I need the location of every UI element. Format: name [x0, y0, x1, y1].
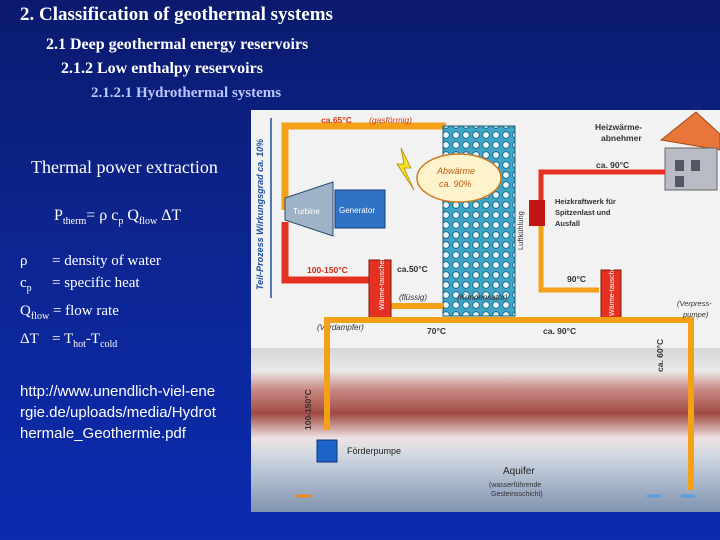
lightning-icon — [396, 147, 415, 191]
return-pipe — [538, 226, 599, 293]
main-title: 2. Classification of geothermal systems — [20, 4, 333, 25]
svg-text:Heizwärme-: Heizwärme- — [595, 122, 642, 132]
house-roof — [659, 111, 720, 151]
geothermal-plant-diagram: Teil-Prozess Wirkungsgrad ca. 10% ca.65°… — [251, 110, 720, 512]
svg-text:ca.50°C: ca.50°C — [397, 264, 428, 274]
svg-text:90°C: 90°C — [567, 274, 586, 284]
svg-text:pumpe): pumpe) — [682, 310, 709, 319]
svg-text:100-150°C: 100-150°C — [303, 389, 313, 430]
geothermal-brine-pipe — [324, 317, 694, 490]
peak-load-plant — [529, 200, 545, 226]
generator — [334, 189, 386, 229]
vapor-pipe — [281, 122, 446, 210]
production-pump — [316, 439, 338, 463]
subtitle-low-enthalpy: 2.1.2 Low enthalpy reservoirs — [61, 60, 263, 77]
svg-text:(Verpress-: (Verpress- — [677, 299, 712, 308]
svg-text:abnehmer: abnehmer — [601, 133, 642, 143]
svg-text:Förderpumpe: Förderpumpe — [347, 446, 401, 456]
waste-heat-cloud — [416, 153, 502, 203]
district-heat-pipe — [538, 169, 665, 200]
definition-rho: ρ= density of water — [20, 253, 161, 269]
ground-layers — [251, 348, 720, 512]
svg-text:Turbine: Turbine — [293, 207, 320, 216]
state-gas: (gasförmig) — [369, 115, 412, 125]
source-link[interactable]: http://www.unendlich-viel-energie.de/upl… — [20, 383, 216, 442]
svg-text:70°C: 70°C — [427, 326, 446, 336]
svg-text:ca. 60°C: ca. 60°C — [655, 339, 665, 372]
definition-cp: cp= specific heat — [20, 275, 140, 294]
definition-deltat: ΔT= Thot-Tcold — [20, 331, 118, 350]
svg-text:Gesteinsschicht): Gesteinsschicht) — [491, 491, 543, 498]
power-formula: Ptherm= ρ cp Qflow ΔT — [54, 207, 182, 228]
section-heading: Thermal power extraction — [31, 157, 218, 177]
svg-text:Abwärme: Abwärme — [436, 166, 475, 176]
svg-text:ca. 90°C: ca. 90°C — [543, 326, 576, 336]
svg-text:(Verdampfer): (Verdampfer) — [317, 323, 364, 332]
svg-text:Aquifer: Aquifer — [503, 466, 535, 477]
svg-text:100-150°C: 100-150°C — [307, 265, 348, 275]
svg-text:Generator: Generator — [339, 206, 375, 215]
svg-text:Heizkraftwerk für: Heizkraftwerk für — [555, 197, 616, 206]
svg-text:Wärme-tauscher: Wärme-tauscher — [609, 264, 616, 316]
svg-text:ca. 90%: ca. 90% — [439, 179, 472, 189]
svg-text:Spitzenlast und: Spitzenlast und — [555, 208, 611, 217]
turbine — [284, 181, 334, 237]
subtitle-hydrothermal: 2.1.2.1 Hydrothermal systems — [91, 85, 282, 101]
temp-65: ca.65°C — [321, 115, 352, 125]
svg-text:(wasserführende: (wasserführende — [489, 482, 541, 489]
definition-qflow: Qflow = flow rate — [20, 303, 119, 322]
svg-text:Wärme-tauscher: Wärme-tauscher — [379, 258, 386, 310]
svg-text:ca. 90°C: ca. 90°C — [596, 160, 629, 170]
definitions-list: ρ= density of water cp= specific heat Qf… — [20, 250, 161, 356]
svg-text:Ausfall: Ausfall — [555, 219, 580, 228]
hot-fluid-pipe — [281, 222, 381, 284]
efficiency-side-label: Teil-Prozess Wirkungsgrad ca. 10% — [255, 139, 265, 290]
air-cooling-label: Luftkühlung — [516, 211, 525, 250]
svg-text:(flüssig): (flüssig) — [399, 293, 427, 302]
subtitle-deep-reservoirs: 2.1 Deep geothermal energy reservoirs — [46, 36, 309, 53]
svg-text:(Kondensator): (Kondensator) — [457, 293, 508, 302]
